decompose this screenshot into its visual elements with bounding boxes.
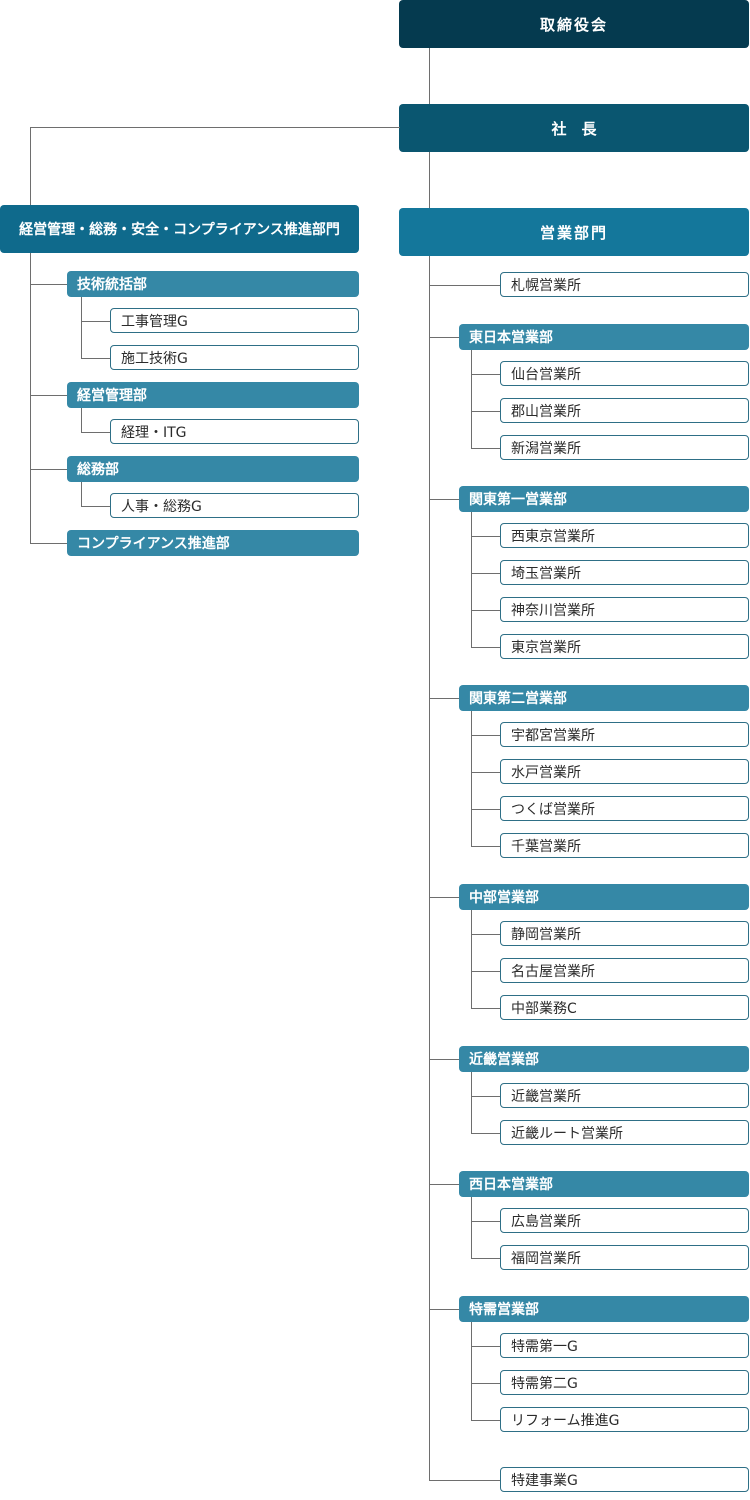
unit-branch-line: [471, 1257, 500, 1259]
sales-unit: 宇都宮営業所: [500, 722, 749, 747]
sales-unit: 千葉営業所: [500, 833, 749, 858]
unit-spine-line: [471, 1322, 472, 1420]
sales-unit: 埼玉営業所: [500, 560, 749, 585]
unit-branch-line: [471, 1345, 500, 1347]
dept-branch-line: [429, 1309, 459, 1310]
unit-branch-line: [471, 845, 500, 847]
sales-unit: 静岡営業所: [500, 921, 749, 946]
unit-branch-line: [471, 535, 500, 537]
president-admin-line: [30, 127, 400, 128]
admin-unit: 施工技術G: [110, 345, 359, 370]
unit-branch-line: [471, 1220, 500, 1222]
unit-branch-line: [471, 808, 500, 810]
sales-spine-line: [429, 256, 430, 1480]
dept-branch-line: [429, 698, 459, 699]
unit-branch-line: [471, 734, 500, 736]
sales-division-box: 営業部門: [399, 208, 749, 256]
unit-branch-line: [471, 646, 500, 648]
admin-division-box: 経営管理・総務・安全・コンプライアンス推進部門: [0, 205, 359, 253]
unit-branch-line: [471, 1132, 500, 1134]
sales-unit: 名古屋営業所: [500, 958, 749, 983]
unit-branch-line: [81, 320, 110, 322]
sales-dept-5: 近畿営業部: [459, 1046, 749, 1072]
sales-unit: 神奈川営業所: [500, 597, 749, 622]
unit-branch-line: [471, 373, 500, 375]
unit-branch-line: [471, 970, 500, 972]
admin-unit: 経理・ITG: [110, 419, 359, 444]
unit-spine-line: [471, 512, 472, 647]
admin-drop-line: [30, 127, 31, 205]
admin-dept-4: コンプライアンス推進部: [67, 530, 359, 556]
unit-branch-line: [471, 609, 500, 611]
sales-unit: 近畿営業所: [500, 1083, 749, 1108]
sales-unit: 郡山営業所: [500, 398, 749, 423]
dept-branch-line: [429, 337, 459, 338]
dept-branch-line: [30, 395, 67, 396]
unit-spine-line: [81, 408, 82, 432]
president-box: 社 長: [399, 104, 749, 152]
sales-unit: 福岡営業所: [500, 1245, 749, 1270]
board-box: 取締役会: [399, 0, 749, 48]
sales-unit: 中部業務C: [500, 995, 749, 1020]
sales-unit: 特需第一G: [500, 1333, 749, 1358]
unit-branch-line: [471, 447, 500, 449]
sales-dept-2: 関東第一営業部: [459, 486, 749, 512]
sales-unit: 水戸営業所: [500, 759, 749, 784]
unit-spine-line: [81, 482, 82, 506]
unit-branch-line: [471, 1382, 500, 1384]
admin-dept-2: 経営管理部: [67, 382, 359, 408]
sales-dept-4: 中部営業部: [459, 884, 749, 910]
unit-spine-line: [471, 910, 472, 1008]
sales-unit: 広島営業所: [500, 1208, 749, 1233]
dept-branch-line: [30, 284, 67, 285]
president-sales-line: [429, 152, 430, 208]
dept-branch-line: [429, 1059, 459, 1060]
dept-branch-line: [429, 499, 459, 500]
sales-unit: 西東京営業所: [500, 523, 749, 548]
unit-branch-line: [471, 1095, 500, 1097]
admin-spine-line: [30, 253, 31, 543]
unit-spine-line: [471, 1072, 472, 1133]
sales-unit: 近畿ルート営業所: [500, 1120, 749, 1145]
admin-unit: 人事・総務G: [110, 493, 359, 518]
sales-unit: 仙台営業所: [500, 361, 749, 386]
dept-branch-line: [30, 469, 67, 470]
admin-dept-3: 総務部: [67, 456, 359, 482]
sales-dept-1: 東日本営業部: [459, 324, 749, 350]
unit-branch-line: [81, 357, 110, 359]
unit-branch-line: [81, 431, 110, 433]
unit-branch-line: [471, 1007, 500, 1009]
dept-branch-line: [429, 1479, 500, 1481]
dept-branch-line: [429, 1184, 459, 1185]
admin-dept-1: 技術統括部: [67, 271, 359, 297]
unit-spine-line: [471, 350, 472, 448]
unit-branch-line: [471, 771, 500, 773]
unit-spine-line: [471, 1197, 472, 1258]
dept-branch-line: [30, 543, 67, 544]
sales-dept-3: 関東第二営業部: [459, 685, 749, 711]
unit-branch-line: [471, 933, 500, 935]
sales-unit: リフォーム推進G: [500, 1407, 749, 1432]
unit-branch-line: [81, 505, 110, 507]
unit-branch-line: [471, 1419, 500, 1421]
unit-spine-line: [471, 711, 472, 846]
sales-dept-7: 特需営業部: [459, 1296, 749, 1322]
sales-unit: つくば営業所: [500, 796, 749, 821]
admin-unit: 工事管理G: [110, 308, 359, 333]
sales-direct-unit: 札幌営業所: [500, 272, 749, 297]
sales-unit: 特需第二G: [500, 1370, 749, 1395]
sales-direct-unit: 特建事業G: [500, 1467, 749, 1492]
dept-branch-line: [429, 284, 500, 286]
unit-branch-line: [471, 572, 500, 574]
sales-dept-6: 西日本営業部: [459, 1171, 749, 1197]
unit-spine-line: [81, 297, 82, 358]
board-president-line: [429, 48, 430, 104]
dept-branch-line: [429, 897, 459, 898]
unit-branch-line: [471, 410, 500, 412]
sales-unit: 新潟営業所: [500, 435, 749, 460]
sales-unit: 東京営業所: [500, 634, 749, 659]
